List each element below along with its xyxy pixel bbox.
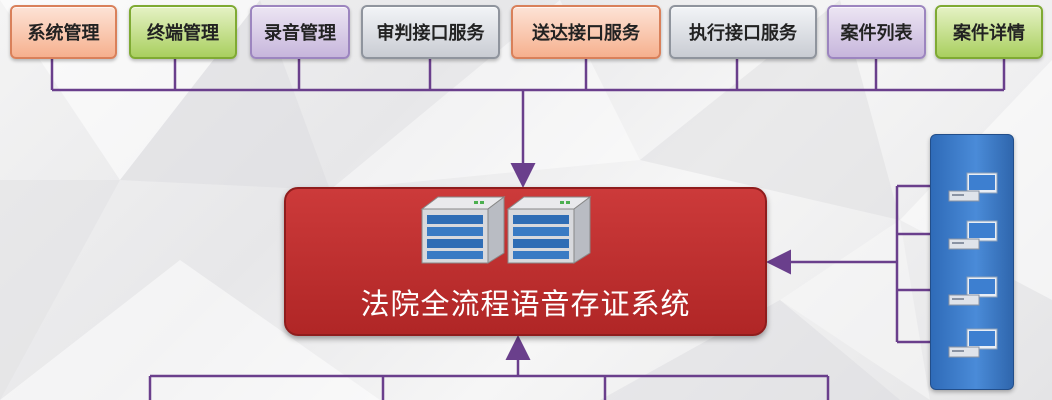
module-label: 录音管理 <box>264 23 336 44</box>
module-label: 案件列表 <box>840 23 913 44</box>
module-label: 执行接口服务 <box>689 23 797 44</box>
core-system-title: 法院全流程语音存证系统 <box>360 287 691 321</box>
module-label: 审判接口服务 <box>376 23 485 44</box>
module-recording-management[interactable]: 录音管理 <box>250 5 350 59</box>
module-terminal-management[interactable]: 终端管理 <box>129 5 237 59</box>
module-case-list[interactable]: 案件列表 <box>827 5 926 59</box>
desktop-computer-icon <box>948 220 998 250</box>
module-trial-interface-service[interactable]: 审判接口服务 <box>361 5 500 59</box>
module-delivery-interface-service[interactable]: 送达接口服务 <box>511 5 661 59</box>
module-label: 案件详情 <box>953 23 1025 44</box>
module-label: 终端管理 <box>147 23 219 44</box>
module-label: 系统管理 <box>27 23 100 44</box>
module-execution-interface-service[interactable]: 执行接口服务 <box>669 5 817 59</box>
module-case-details[interactable]: 案件详情 <box>935 5 1043 59</box>
desktop-computer-icon <box>948 276 998 306</box>
module-label: 送达接口服务 <box>532 23 640 44</box>
client-terminal-panel[interactable] <box>930 134 1014 390</box>
core-system-box[interactable]: 法院全流程语音存证系统 <box>284 187 767 336</box>
server-rack-icon <box>420 196 506 264</box>
desktop-computer-icon <box>948 328 998 358</box>
server-rack-icon <box>506 196 592 264</box>
module-system-management[interactable]: 系统管理 <box>10 5 117 59</box>
desktop-computer-icon <box>948 172 998 202</box>
